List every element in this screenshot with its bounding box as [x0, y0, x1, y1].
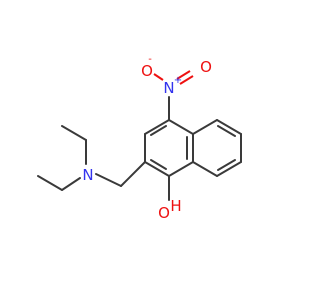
structure-diagram: N + O - O O H N [37, 54, 242, 222]
nitro-n-label: N [163, 79, 174, 97]
right-ring [192, 119, 242, 177]
double-bond-inner [217, 159, 236, 171]
bond [216, 161, 242, 177]
nitro-n-charge: + [174, 75, 182, 86]
hydroxyl-h-label: H [170, 197, 181, 215]
bond [61, 125, 87, 141]
bond [192, 119, 218, 135]
bond [61, 177, 81, 191]
nitro-o-double-label: O [200, 58, 212, 76]
bond [95, 173, 122, 187]
bond [144, 119, 170, 135]
diethylaminomethyl-group: N [37, 125, 146, 191]
double-bond-inner [150, 125, 167, 136]
bond [37, 175, 63, 191]
nitro-o-minus-label: O [141, 62, 153, 80]
bond [168, 161, 194, 177]
nitro-group: N + O - O [141, 54, 212, 121]
bond [216, 119, 242, 135]
bond [153, 73, 164, 81]
double-bond-inner [150, 159, 167, 170]
left-ring [144, 119, 194, 177]
bond [168, 119, 194, 135]
amine-n-label: N [82, 166, 93, 184]
bond [192, 161, 218, 177]
double-bond-inner [217, 125, 236, 137]
bond [176, 70, 191, 80]
hydroxyl-group: O H [158, 175, 182, 222]
hydroxyl-o-label: O [158, 204, 170, 222]
bond [120, 161, 146, 187]
bond [144, 161, 170, 177]
nitro-o-charge: - [148, 54, 152, 65]
bond [179, 75, 194, 85]
